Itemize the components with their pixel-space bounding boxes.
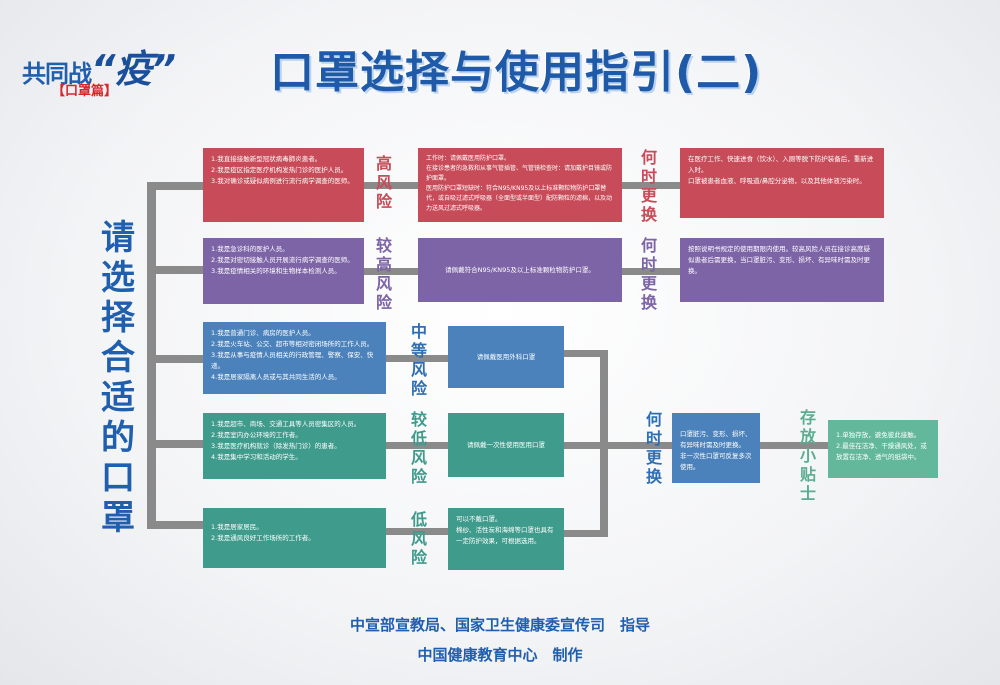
medium-risk-person-4: 4.我是居家隔离人员或与其共同生活的人员。 (211, 373, 341, 381)
low-risk-person-1: 1.我是居家居民。 (211, 523, 263, 531)
low-mid-risk-person-3: 3.我是医疗机构就诊（除发热门诊）的患者。 (211, 442, 341, 450)
connector-midhigh-b (622, 268, 680, 275)
mid-high-risk-label: 较高风险 (375, 236, 392, 312)
mid-high-risk-change-box: 按照说明书规定的使用期限内使用。较高风险人员在接诊高度疑似患者后需更换，当口罩脏… (680, 238, 884, 302)
storage-tip-1: 1.单独存放，避免彼此接触。 (836, 431, 921, 439)
connector-shared-change (600, 442, 672, 449)
medium-risk-mask-1: 请佩戴医用外科口罩 (476, 352, 536, 361)
storage-tips-label: 存放小贴士 (799, 408, 816, 503)
low-mid-risk-person-1: 1.我是超市、商场、交通工具等人员密集区的人员。 (211, 420, 361, 428)
low-risk-people-box: 1.我是居家居民。 2.我是通风良好工作场所的工作者。 (203, 508, 386, 568)
connector-lowmid-b (563, 442, 607, 449)
high-risk-mask-3: 医用防护口罩短缺时：符合N95/KN95及以上标准颗粒物防护口罩替代，或自吸过滤… (426, 185, 613, 212)
medium-risk-people-box: 1.我是普通门诊、病房的医护人员。 2.我是火车站、公交、超市等相对密闭场所的工… (203, 322, 386, 394)
storage-tip-2: 2.最佳在洁净、干燥通风处，或放置在洁净、透气的纸袋中。 (836, 442, 927, 461)
low-risk-mask-1: 可以不戴口罩。 (456, 515, 502, 523)
low-risk-mask-box: 可以不戴口罩。 棉纱、活性炭和海绵等口罩也具有一定防护效果，可根据选用。 (448, 508, 564, 570)
low-risk-person-2: 2.我是通风良好工作场所的工作者。 (211, 534, 315, 542)
mid-high-risk-when-label: 何时更换 (640, 236, 657, 312)
high-risk-people-box: 1.我直接接触新型冠状病毒肺炎患者。 2.我是疫区指定医疗机构发热门诊的医护人员… (203, 148, 364, 222)
high-risk-mask-2: 在接诊患者的急救和从事气管插管、气管镜检查时：请加戴护目镜或防护面罩。 (426, 165, 613, 182)
high-risk-change-2: 口罩被患者血液、呼吸道/鼻腔分泌物，以及其他体液污染时。 (688, 177, 866, 185)
high-risk-person-1: 1.我直接接触新型冠状病毒肺炎患者。 (211, 155, 322, 163)
low-mid-risk-person-2: 2.我是室内办公环境的工作者。 (211, 431, 302, 439)
campaign-logo: 共同战“疫” (22, 38, 176, 93)
logo-text-epidemic: “疫” (91, 47, 176, 91)
shared-change-box: 口罩脏污、变形、损坏、有异味时需及时更换。 非一次性口罩可反复多次使用。 (672, 413, 760, 483)
medium-risk-person-3: 3.我是从事与疫情人员相关的行政管理、警察、保安、快递。 (211, 351, 374, 370)
mid-high-risk-people-box: 1.我是急诊科的医护人员。 2.我是对密切接触人员开展流行病学调查的医师。 3.… (203, 238, 364, 304)
low-mid-risk-mask-box: 请佩戴一次性使用医用口罩 (448, 413, 564, 477)
left-bracket-vertical (147, 183, 156, 525)
shared-change-2: 非一次性口罩可反复多次使用。 (680, 452, 752, 471)
logo-subtitle: 【口罩篇】 (52, 84, 118, 99)
connector-high-a (364, 182, 418, 189)
mid-high-risk-person-1: 1.我是急诊科的医护人员。 (211, 245, 289, 253)
connector-medium-a (386, 355, 448, 362)
medium-risk-mask-box: 请佩戴医用外科口罩 (448, 326, 564, 388)
connector-low (147, 521, 205, 529)
high-risk-when-label: 何时更换 (640, 148, 657, 224)
side-title: 请选择合适的口罩 (101, 218, 135, 538)
high-risk-mask-1: 工作时：请佩戴医用防护口罩。 (426, 155, 511, 162)
high-risk-mask-box: 工作时：请佩戴医用防护口罩。 在接诊患者的急救和从事气管插管、气管镜检查时：请加… (418, 148, 622, 222)
mid-high-risk-person-2: 2.我是对密切接触人员开展流行病学调查的医师。 (211, 256, 354, 264)
shared-change-1: 口罩脏污、变形、损坏、有异味时需及时更换。 (680, 430, 752, 449)
low-risk-label: 低风险 (410, 510, 427, 567)
footer-guidance: 中宣部宣教局、国家卫生健康委宣传司 指导 (349, 616, 650, 634)
connector-lowmid-a (386, 442, 448, 449)
high-risk-person-3: 3.我对确诊或疑似病例进行流行病学调查的医师。 (211, 177, 354, 185)
mid-high-risk-mask-box: 请佩戴符合N95/KN95及以上标准颗粒物防护口罩。 (418, 238, 622, 302)
connector-high-b (622, 182, 680, 189)
connector-mid-high (147, 266, 205, 274)
connector-high (147, 182, 205, 190)
high-risk-person-2: 2.我是疫区指定医疗机构发热门诊的医护人员。 (211, 166, 348, 174)
mid-high-risk-mask-1: 请佩戴符合N95/KN95及以上标准颗粒物防护口罩。 (445, 265, 595, 274)
connector-low-b (563, 530, 607, 537)
connector-medium-b (563, 350, 607, 357)
footer-producer: 中国健康教育中心 制作 (417, 646, 583, 664)
mid-high-risk-change-1: 按照说明书规定的使用期限内使用。较高风险人员在接诊高度疑似患者后需更换，当口罩脏… (688, 245, 870, 275)
medium-risk-label: 中等风险 (410, 322, 427, 398)
connector-low-mid (147, 440, 205, 448)
low-mid-risk-mask-1: 请佩戴一次性使用医用口罩 (467, 440, 545, 449)
medium-risk-person-1: 1.我是普通门诊、病房的医护人员。 (211, 329, 315, 337)
connector-medium (147, 355, 205, 363)
medium-risk-person-2: 2.我是火车站、公交、超市等相对密闭场所的工作人员。 (211, 340, 374, 348)
mid-high-risk-person-3: 3.我是疫情相关的环境和生物样本检测人员。 (211, 267, 341, 275)
connector-low-a (386, 528, 448, 535)
connector-midhigh-a (364, 268, 418, 275)
high-risk-label: 高风险 (375, 154, 392, 211)
logo-text-main: 共同战 (22, 60, 92, 88)
connector-tips (760, 442, 828, 449)
low-mid-risk-person-4: 4.我是集中学习和活动的学生。 (211, 453, 302, 461)
high-risk-change-box: 在医疗工作、快速进食（饮水）、入厕等脱下防护装备后，重新进入时。 口罩被患者血液… (680, 148, 884, 218)
storage-tips-box: 1.单独存放，避免彼此接触。 2.最佳在洁净、干燥通风处，或放置在洁净、透气的纸… (828, 420, 938, 478)
shared-when-label: 何时更换 (645, 410, 662, 486)
page-title: 口罩选择与使用指引(二) (270, 47, 763, 98)
high-risk-change-1: 在医疗工作、快速进食（饮水）、入厕等脱下防护装备后，重新进入时。 (688, 155, 874, 174)
low-mid-risk-label: 较低风险 (410, 410, 427, 486)
low-mid-risk-people-box: 1.我是超市、商场、交通工具等人员密集区的人员。 2.我是室内办公环境的工作者。… (203, 413, 386, 479)
low-risk-mask-2: 棉纱、活性炭和海绵等口罩也具有一定防护效果，可根据选用。 (456, 526, 554, 545)
